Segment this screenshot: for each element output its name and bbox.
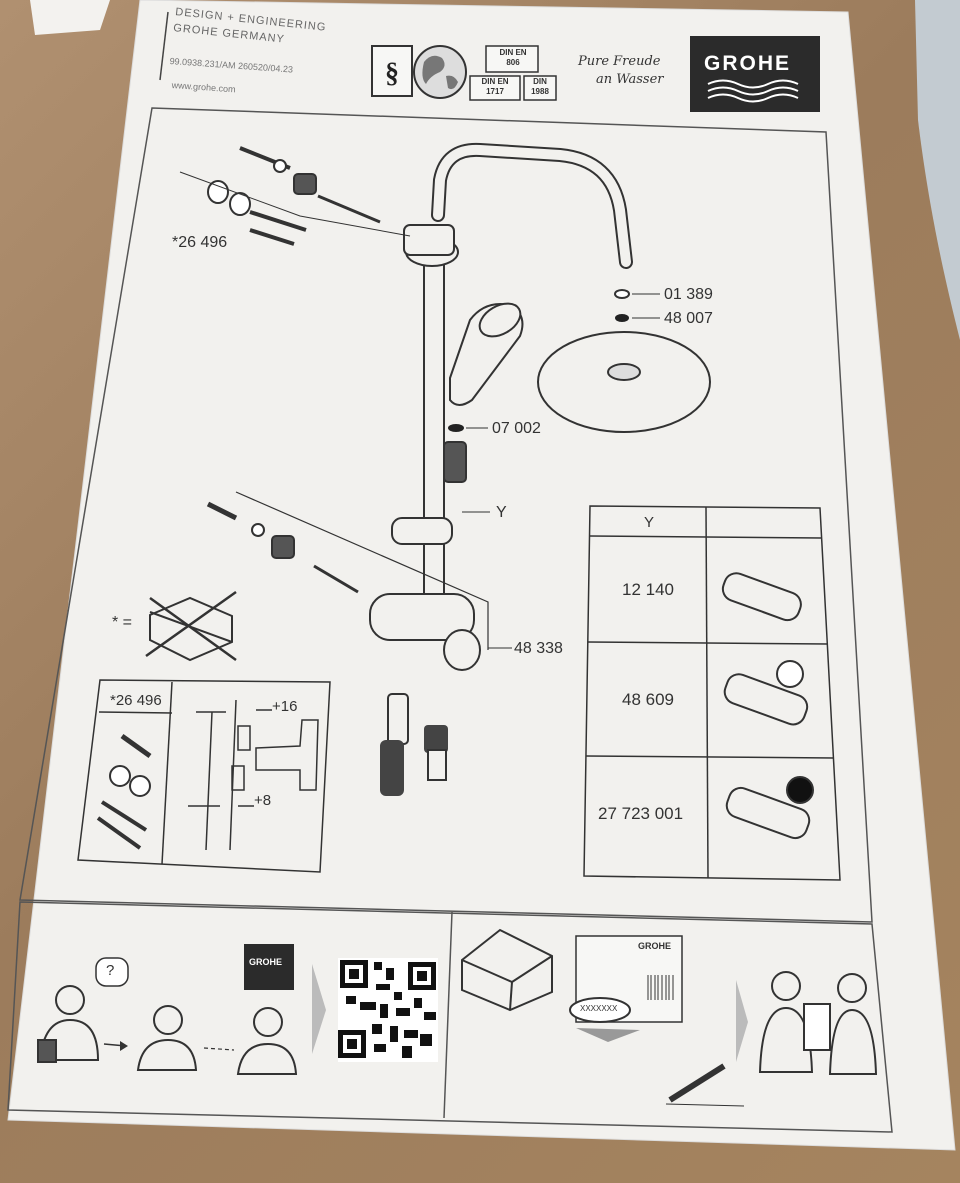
- slider-holder: [391, 517, 453, 545]
- not-included-box-icon: [145, 590, 237, 662]
- supply-nut-right: [424, 725, 448, 753]
- header-divider: [159, 11, 169, 81]
- bottom-divider: [443, 911, 453, 1119]
- dimension-plus-16: +16: [272, 698, 298, 715]
- y-table-row-3: 27 723 001: [598, 804, 684, 823]
- not-included-note: * =: [112, 614, 133, 631]
- grohe-logo-block: [690, 36, 820, 112]
- paper-scrap: [30, 0, 110, 35]
- slogan-line-1: Pure Freude: [578, 54, 661, 69]
- down-arrow-icon: [576, 1028, 640, 1042]
- slider-variant-icons: [721, 572, 814, 840]
- seal-48007: [615, 314, 629, 322]
- svg-text:§: §: [385, 58, 399, 89]
- wall-mount-diagram: [188, 699, 319, 851]
- part-48338: 48 338: [514, 640, 563, 657]
- question-bubble: [95, 957, 129, 987]
- supply-nut-left: [380, 740, 404, 796]
- din-1988-badge: [523, 75, 557, 101]
- part-07002: 07 002: [492, 420, 541, 437]
- y-variant-table: [583, 505, 841, 881]
- dimension-plus-8: +8: [254, 792, 272, 809]
- warranty-card: [569, 935, 683, 1023]
- installer-people-illustration: [758, 971, 878, 1075]
- serial-placeholder: XXXXXXX: [580, 1004, 618, 1013]
- grohe-small-logo-text: GROHE: [249, 957, 283, 967]
- seal-01389: [614, 289, 630, 299]
- detail-box-title: *26 496: [110, 692, 162, 709]
- slogan-line-2: an Wasser: [596, 72, 664, 87]
- overhead-shower-head: [537, 331, 711, 433]
- object-edge: [915, 0, 960, 340]
- detail-parts: [96, 733, 152, 850]
- chevron-right-icon-2: [736, 980, 748, 1062]
- supply-hose-left: [387, 693, 409, 745]
- din-en-806-badge: [485, 45, 539, 73]
- qr-code: [338, 958, 438, 1062]
- detail-box: [77, 679, 331, 873]
- product-box-illustration: [461, 928, 553, 1012]
- seal-07002: [448, 424, 464, 432]
- din-en-1717-badge: [469, 75, 521, 101]
- y-table-header: Y: [644, 514, 655, 531]
- y-table-row-1: 12 140: [622, 580, 674, 599]
- part-48007: 48 007: [664, 310, 713, 327]
- fixing-set-middle: [206, 501, 359, 594]
- y-table-row-2: 48 609: [622, 690, 674, 709]
- grohe-small-logo: [244, 944, 294, 990]
- support-people-illustration: [37, 985, 298, 1075]
- thermostat-body: [369, 593, 475, 641]
- question-mark: ?: [106, 962, 115, 979]
- part-y-label: Y: [496, 504, 507, 521]
- paragraph-icon: [371, 45, 413, 97]
- part-01389: 01 389: [664, 286, 713, 303]
- fixing-set-top: [207, 146, 381, 246]
- pencil-icon: [668, 1063, 726, 1103]
- grohe-card-logo-text: GROHE: [638, 941, 672, 951]
- part-26496: *26 496: [172, 234, 228, 251]
- bottom-frame: [7, 901, 893, 1133]
- grohe-logo-text: GROHE: [704, 52, 792, 75]
- hose-nut-top: [443, 441, 467, 483]
- chevron-right-icon: [312, 964, 326, 1054]
- drawing-frame: [19, 107, 873, 923]
